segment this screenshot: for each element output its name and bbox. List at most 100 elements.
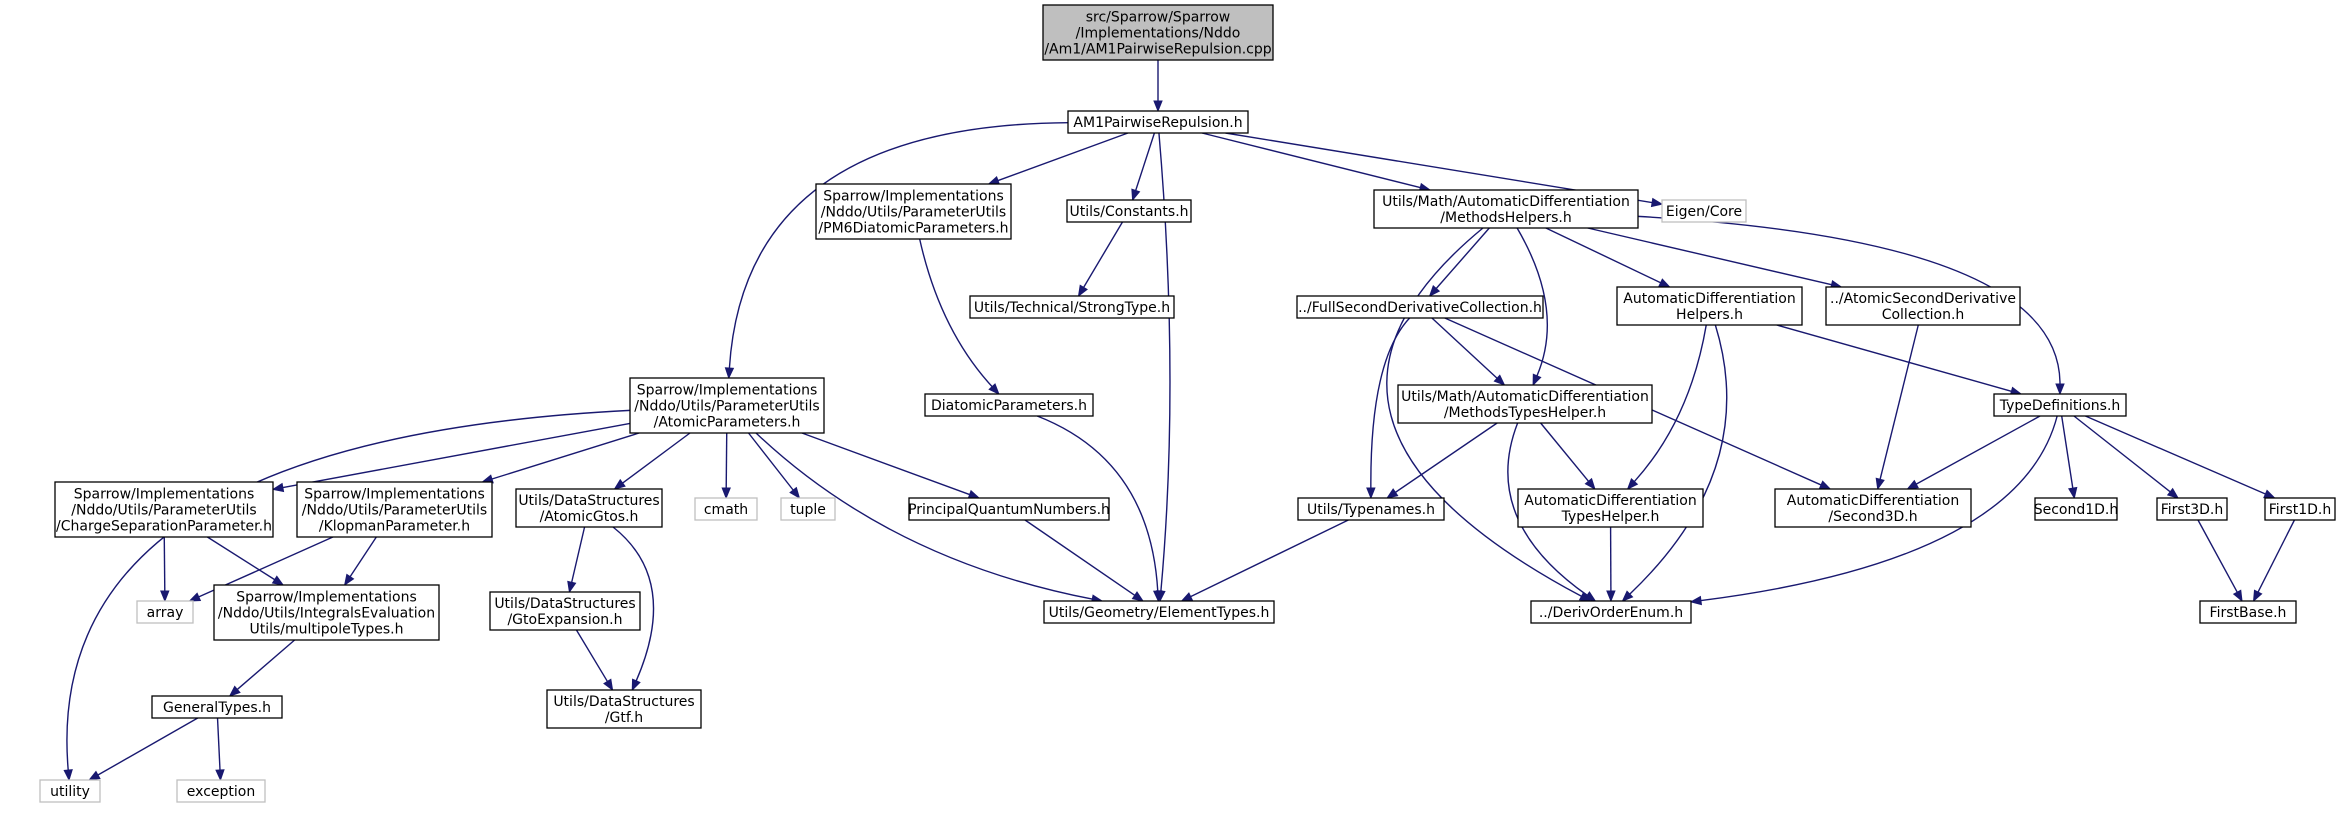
edge-multipole-to-generaltypes [228, 639, 296, 697]
arrowhead-gtf [603, 678, 614, 692]
arrowhead-array [160, 590, 170, 603]
edge-atomicgtos-to-gtf [612, 526, 655, 692]
node-box [1397, 384, 1653, 424]
arrowhead-typedefs [2055, 383, 2065, 396]
node-strongtype[interactable]: Utils/Technical/StrongType.h [969, 295, 1175, 319]
node-gtoexp[interactable]: Utils/DataStructures/GtoExpansion.h [489, 591, 641, 631]
arrowhead-first1d [2263, 489, 2276, 499]
edge-atomicparams-to-chargesep [271, 422, 631, 493]
node-label: Utils/DataStructures [494, 596, 635, 612]
edge-methodshelpers-to-fullsecond [1428, 227, 1490, 298]
arrowhead-pm6diat [987, 175, 1001, 185]
node-label: /AtomicParameters.h [654, 415, 801, 431]
edge-typedefs-to-derivorder [1689, 415, 2058, 606]
node-typenames[interactable]: Utils/Typenames.h [1297, 497, 1445, 521]
node-klopman[interactable]: Sparrow/Implementations/Nddo/Utils/Param… [296, 481, 493, 538]
arrowhead-elemtypes [1131, 591, 1145, 602]
node-box [1043, 600, 1275, 624]
node-methodstypes[interactable]: Utils/Math/AutomaticDifferentiation/Meth… [1397, 384, 1653, 424]
arrowhead-generaltypes [228, 685, 241, 697]
node-box [1296, 295, 1544, 319]
node-eigen: Eigen/Core [1661, 199, 1747, 223]
node-label: Sparrow/Implementations [304, 487, 485, 503]
node-label: /AtomicGtos.h [540, 509, 639, 525]
node-first1d[interactable]: First1D.h [2264, 497, 2336, 521]
node-box [151, 695, 283, 719]
arrowhead-elemtypes [1180, 592, 1194, 602]
node-box [1661, 199, 1747, 223]
node-first3d[interactable]: First3D.h [2156, 497, 2228, 521]
edge-methodshelpers-to-atomicsecond [1587, 227, 1843, 290]
node-label: Utils/DataStructures [553, 694, 694, 710]
node-box [1517, 488, 1704, 528]
node-elemtypes[interactable]: Utils/Geometry/ElementTypes.h [1043, 600, 1275, 624]
node-gtf[interactable]: Utils/DataStructures/Gtf.h [546, 689, 702, 729]
node-fullsecond[interactable]: ../FullSecondDerivativeCollection.h [1296, 295, 1544, 319]
node-label: src/Sparrow/Sparrow [1086, 10, 1231, 26]
node-label: /KlopmanParameter.h [319, 519, 470, 535]
node-label: ../DerivOrderEnum.h [1539, 605, 1683, 621]
node-box [780, 497, 836, 521]
node-pm6diat[interactable]: Sparrow/Implementations/Nddo/Utils/Param… [815, 183, 1012, 240]
node-label: Utils/Typenames.h [1307, 502, 1435, 518]
node-chargesep[interactable]: Sparrow/Implementations/Nddo/Utils/Param… [54, 481, 274, 538]
arrowhead-constants [1131, 188, 1141, 202]
node-box [546, 689, 702, 729]
edge-typedefs-to-second3d [1906, 415, 2041, 490]
arrowhead-strongtype [1077, 284, 1088, 298]
node-box [2264, 497, 2336, 521]
node-label: TypesHelper.h [1561, 509, 1660, 525]
node-box [213, 584, 440, 641]
node-box [176, 779, 266, 803]
dependency-edges [63, 60, 2296, 782]
node-label: /Nddo/Utils/ParameterUtils [71, 503, 256, 519]
node-atomicparams[interactable]: Sparrow/Implementations/Nddo/Utils/Param… [629, 377, 825, 434]
node-generaltypes[interactable]: GeneralTypes.h [151, 695, 283, 719]
node-derivorder[interactable]: ../DerivOrderEnum.h [1530, 600, 1692, 624]
node-cmath: cmath [694, 497, 758, 521]
node-label: Utils/Math/AutomaticDifferentiation [1382, 194, 1630, 210]
node-typedefs[interactable]: TypeDefinitions.h [1993, 393, 2127, 417]
node-second3d[interactable]: AutomaticDifferentiation/Second3D.h [1774, 488, 1972, 528]
node-box [39, 779, 101, 803]
node-am1h[interactable]: AM1PairwiseRepulsion.h [1067, 110, 1249, 134]
node-box [1042, 4, 1274, 61]
node-second1d[interactable]: Second1D.h [2034, 497, 2119, 521]
arrowhead-diatomic [988, 383, 1000, 395]
node-constants[interactable]: Utils/Constants.h [1066, 199, 1192, 223]
arrowhead-atomicparams [724, 367, 735, 380]
node-label: /Gtf.h [605, 710, 643, 726]
arrowhead-gtoexp [567, 580, 577, 594]
node-methodshelpers[interactable]: Utils/Math/AutomaticDifferentiation/Meth… [1373, 189, 1639, 229]
arrowhead-fullsecond [1428, 284, 1441, 298]
node-box [489, 591, 641, 631]
edge-gtoexp-to-gtf [575, 629, 614, 692]
arrowhead-methodstypes [1493, 374, 1506, 386]
node-label: Sparrow/Implementations [74, 487, 255, 503]
node-array: array [136, 600, 194, 624]
node-label: /Nddo/Utils/ParameterUtils [634, 399, 819, 415]
node-tuple: tuple [780, 497, 836, 521]
arrowhead-first3d [2166, 487, 2180, 499]
arrowhead-exception [215, 769, 225, 782]
node-root[interactable]: src/Sparrow/Sparrow/Implementations/Nddo… [1042, 4, 1274, 61]
arrowhead-adtypes [1626, 478, 1639, 490]
edge-typedefs-to-second1d [2060, 415, 2078, 500]
node-atomicgtos[interactable]: Utils/DataStructures/AtomicGtos.h [515, 488, 663, 528]
node-label: cmath [704, 502, 748, 518]
node-label: First3D.h [2161, 502, 2223, 518]
node-label: /GtoExpansion.h [507, 612, 622, 628]
arrowhead-typenames [1386, 488, 1399, 499]
node-box [1993, 393, 2127, 417]
edge-adhelpers-to-adtypes [1626, 324, 1707, 490]
node-multipole[interactable]: Sparrow/Implementations/Nddo/Utils/Integ… [213, 584, 440, 641]
edge-typedefs-to-first3d [2073, 415, 2180, 499]
edge-generaltypes-to-utility [88, 717, 199, 781]
node-firstbase[interactable]: FirstBase.h [2199, 600, 2297, 624]
node-diatomic[interactable]: DiatomicParameters.h [924, 393, 1094, 417]
node-pqn[interactable]: PrincipalQuantumNumbers.h [908, 497, 1110, 521]
